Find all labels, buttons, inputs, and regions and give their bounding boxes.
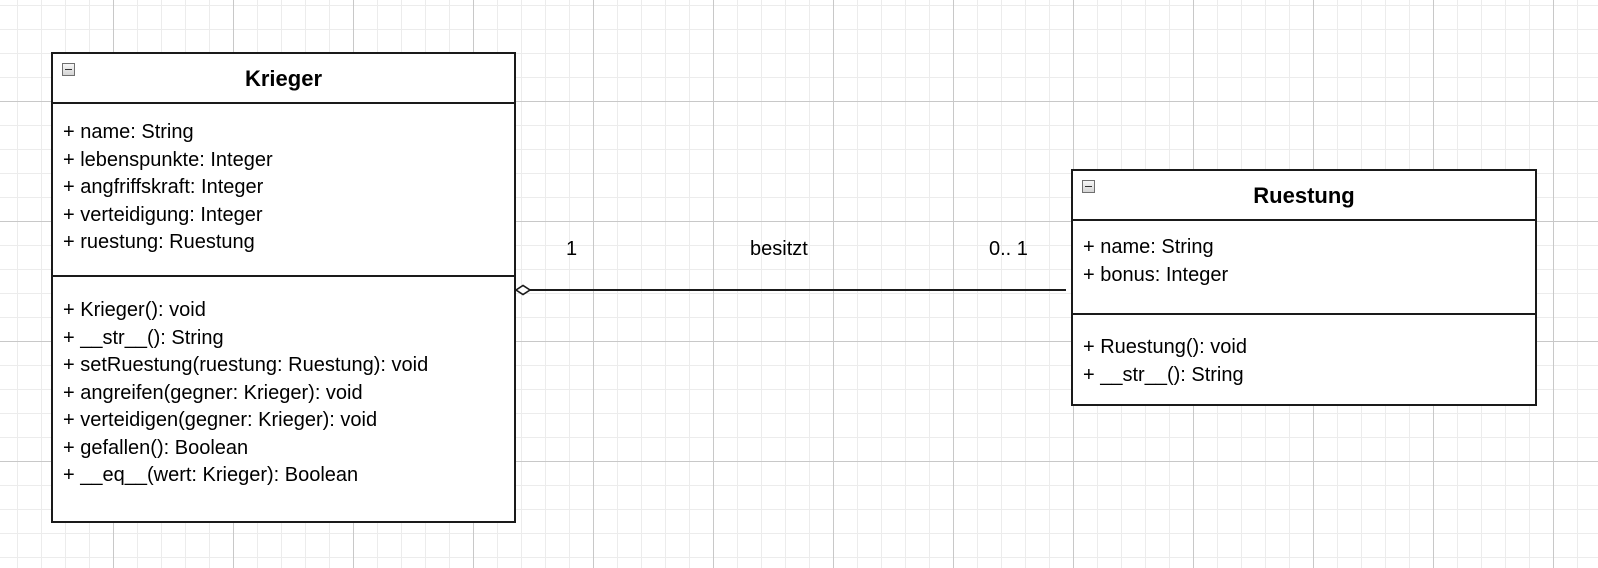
class-ruestung[interactable]: Ruestung + name: String + bonus: Integer… (1071, 169, 1537, 406)
attribute-item[interactable]: + lebenspunkte: Integer (63, 148, 273, 171)
association-name-label[interactable]: besitzt (750, 238, 808, 260)
aggregation-diamond-icon (514, 284, 532, 296)
attributes-compartment[interactable]: + name: String + bonus: Integer (1073, 221, 1535, 315)
collapse-toggle-icon[interactable] (62, 63, 75, 76)
target-multiplicity-label[interactable]: 0.. 1 (989, 238, 1028, 260)
attribute-item[interactable]: + bonus: Integer (1083, 263, 1229, 286)
class-header: Ruestung (1073, 171, 1535, 221)
methods-compartment[interactable]: + Krieger(): void + __str__(): String + … (53, 277, 514, 490)
method-item[interactable]: + __eq__(wert: Krieger): Boolean (63, 464, 359, 486)
method-item[interactable]: + Krieger(): void (63, 299, 206, 321)
class-header: Krieger (53, 54, 514, 104)
method-item[interactable]: + verteidigen(gegner: Krieger): void (63, 409, 378, 431)
attribute-item[interactable]: + name: String (1083, 236, 1214, 258)
source-multiplicity-label[interactable]: 1 (566, 238, 578, 260)
attribute-item[interactable]: + verteidigung: Integer (63, 203, 263, 226)
method-item[interactable]: + __str__(): String (63, 326, 224, 349)
method-item[interactable]: + angreifen(gegner: Krieger): void (63, 381, 363, 404)
attributes-compartment[interactable]: + name: String + lebenspunkte: Integer +… (53, 104, 514, 277)
collapse-toggle-icon[interactable] (1082, 180, 1095, 193)
methods-compartment[interactable]: + Ruestung(): void + __str__(): String (1073, 315, 1535, 389)
attribute-item[interactable]: + angfriffskraft: Integer (63, 176, 264, 198)
method-item[interactable]: + gefallen(): Boolean (63, 436, 249, 459)
class-krieger[interactable]: Krieger + name: String + lebenspunkte: I… (51, 52, 516, 523)
method-item[interactable]: + __str__(): String (1083, 363, 1244, 386)
class-name[interactable]: Krieger (244, 66, 323, 91)
attribute-item[interactable]: + ruestung: Ruestung (63, 231, 255, 253)
class-name[interactable]: Ruestung (1253, 183, 1355, 208)
method-item[interactable]: + Ruestung(): void (1083, 336, 1247, 358)
attribute-item[interactable]: + name: String (63, 121, 194, 143)
method-item[interactable]: + setRuestung(ruestung: Ruestung): void (63, 354, 429, 376)
